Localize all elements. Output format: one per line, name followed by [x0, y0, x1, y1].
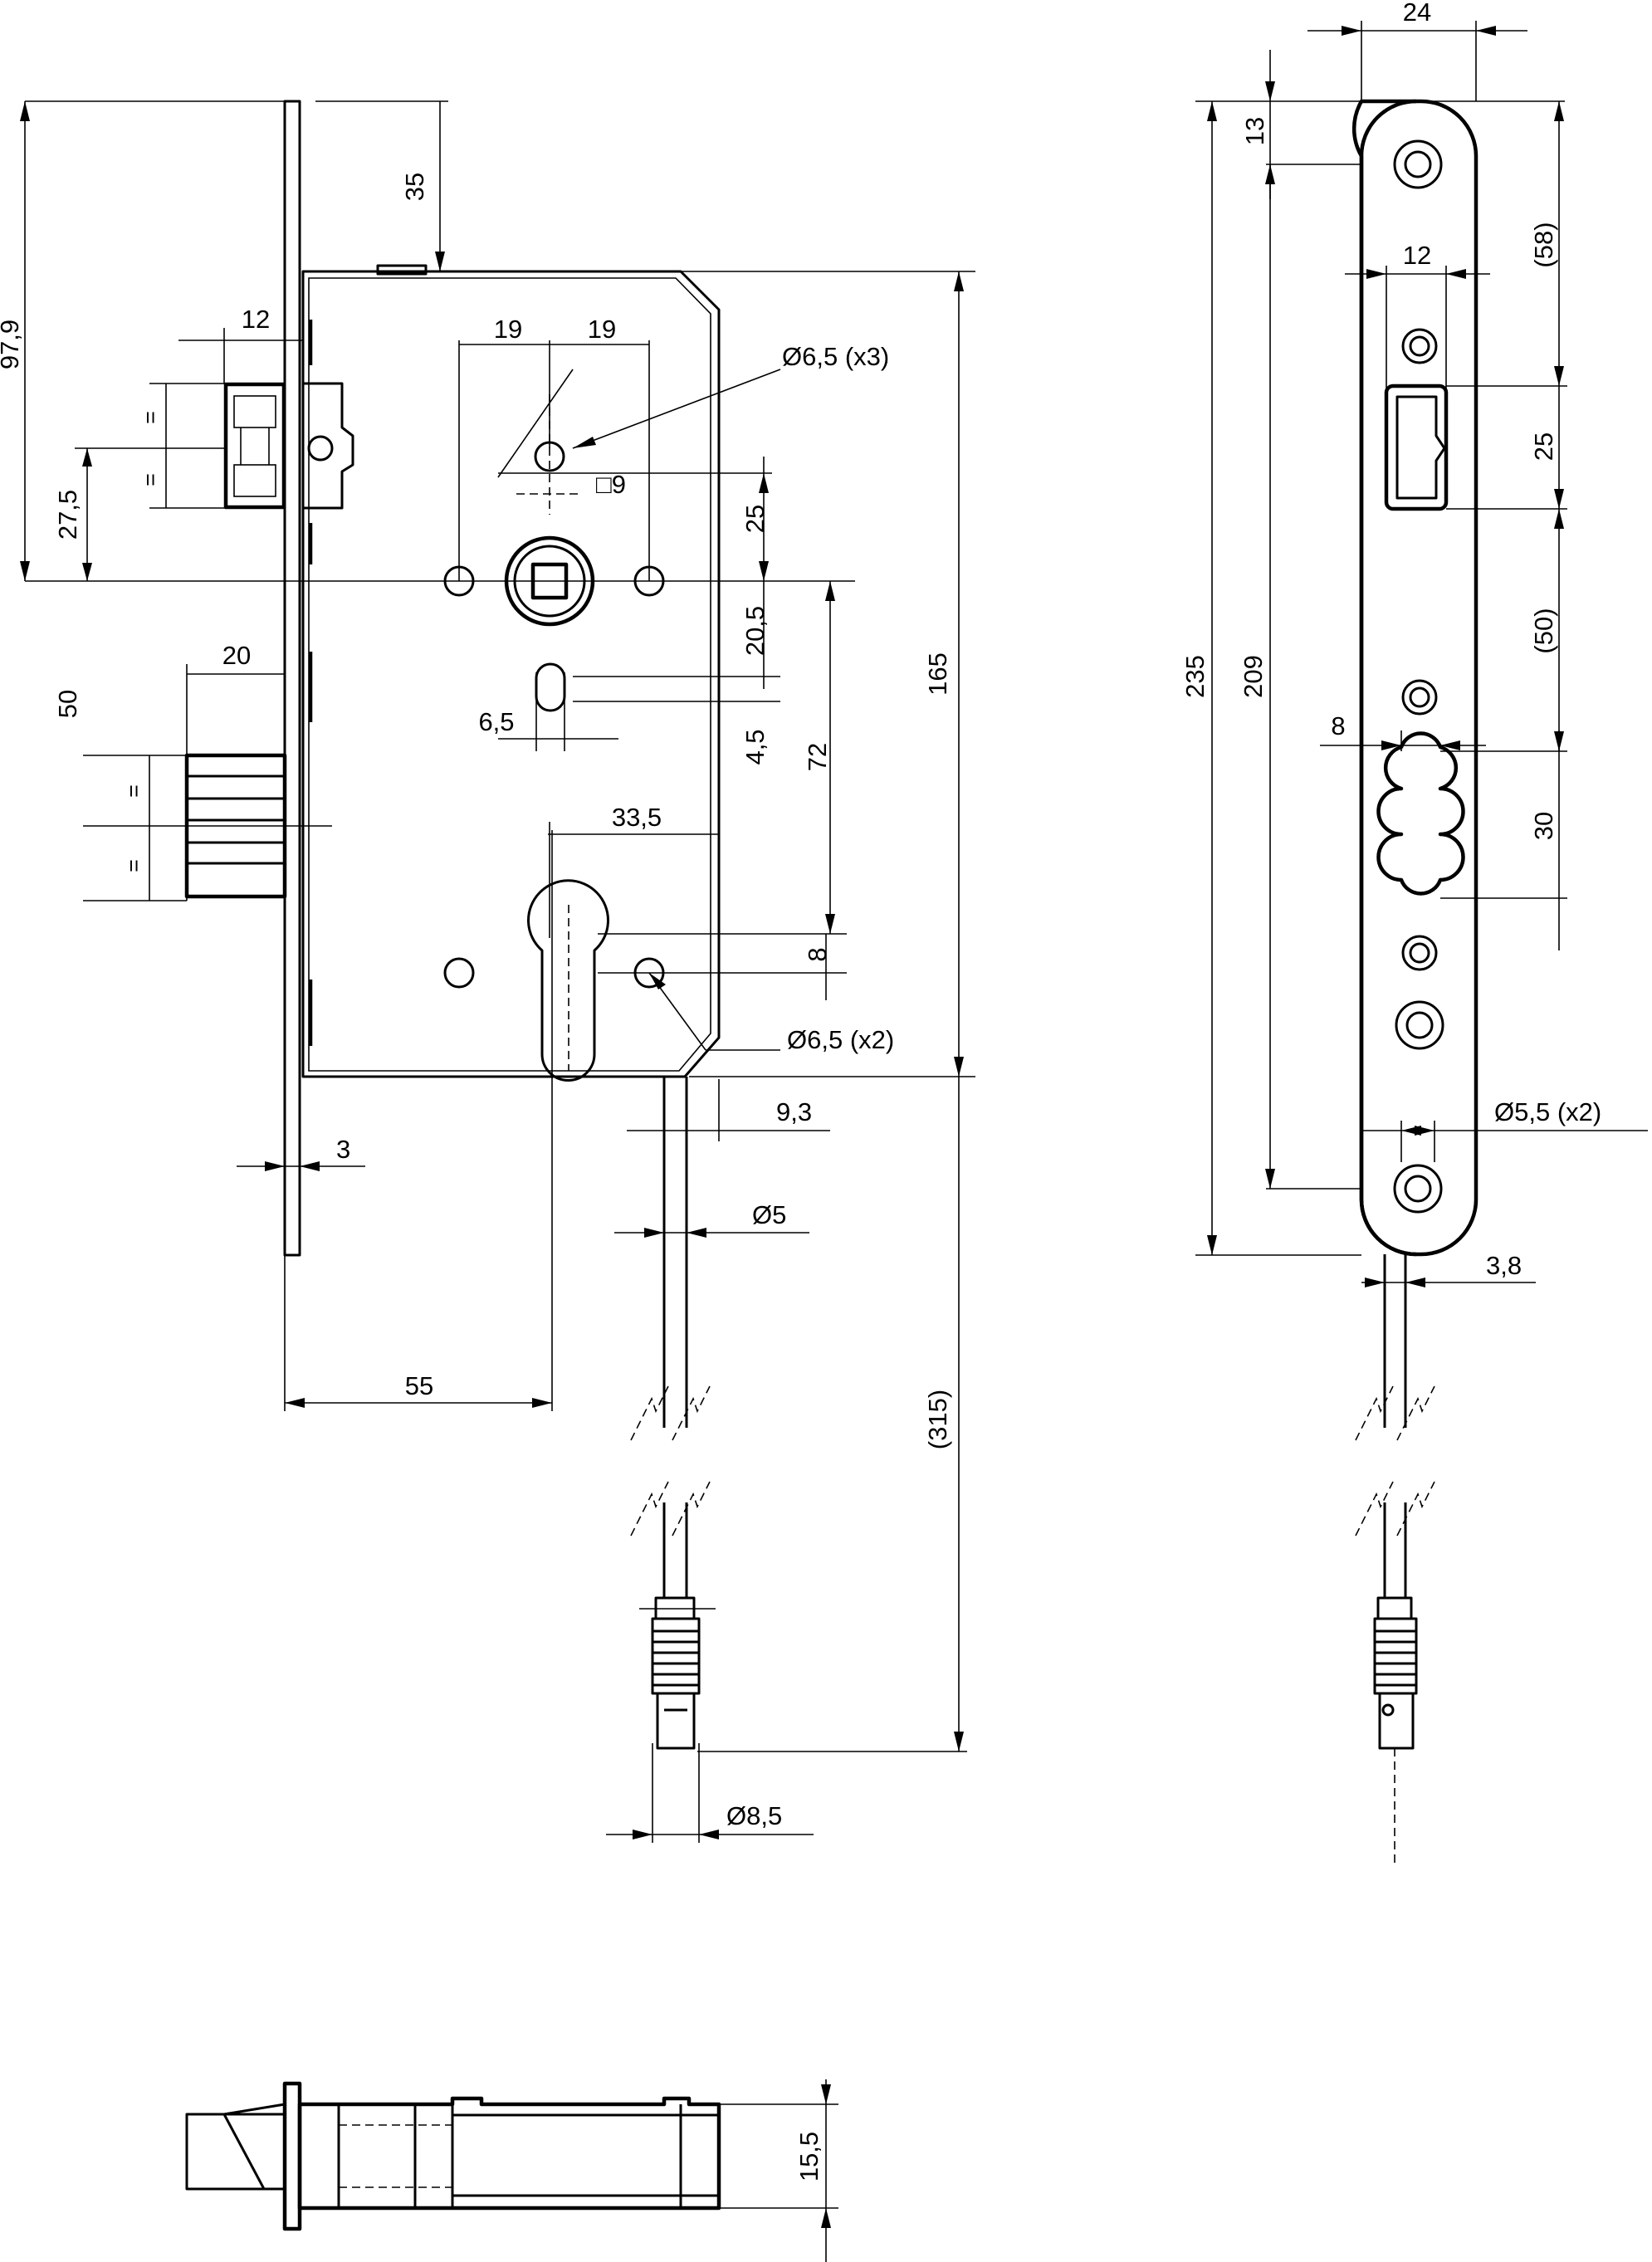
dim-165: 165: [923, 652, 952, 696]
dim-3: 3: [336, 1135, 350, 1164]
faceplate-cable: [1355, 1254, 1435, 1868]
dim-9-3: 9,3: [776, 1097, 812, 1126]
lock-case-body: [301, 270, 721, 1078]
mortise-lock-front-view: [184, 100, 721, 1750]
fixing-screw: [1401, 679, 1438, 716]
dim-50: 50: [53, 690, 82, 718]
dim-20: 20: [222, 641, 251, 670]
latch-opening: [1384, 384, 1449, 511]
dim-6-5: 6,5: [478, 707, 514, 736]
latch-follower: [301, 382, 354, 510]
dim-72: 72: [803, 743, 832, 771]
latch-bevel: [222, 2103, 286, 2191]
front-view-labels: 97,9 35 12 27,5 19 19 Ø6,5 (x3) □9 25 20…: [0, 173, 952, 1830]
screw-hole-bottom: [1393, 1164, 1443, 1214]
dim-square-9: □9: [596, 470, 626, 499]
dim-19-left: 19: [494, 315, 522, 344]
front-view-dimension-lines: [20, 100, 975, 1843]
latch-bolt-bottom: [185, 2113, 286, 2191]
dim-13: 13: [1240, 117, 1269, 145]
equal-mark: =: [121, 859, 146, 872]
dim-8: 8: [803, 947, 832, 961]
lock-bottom-view: 15,5: [185, 2079, 838, 2262]
cylinder-profile: [527, 879, 609, 1082]
dim-dia-6-5-x2: Ø6,5 (x2): [787, 1025, 894, 1054]
faceplate-front-view: [1351, 99, 1478, 1868]
dim-50-faceplate: (50): [1529, 608, 1558, 653]
faceplate-dimension-lines: [1195, 21, 1648, 1287]
dim-35: 35: [400, 173, 429, 201]
dim-25: 25: [740, 505, 770, 533]
dim-dia-5-5-x2: Ø5,5 (x2): [1494, 1097, 1601, 1126]
dim-97-9: 97,9: [0, 320, 24, 369]
equal-mark: =: [138, 411, 163, 424]
cable: [630, 1077, 711, 1598]
fixing-screw: [1395, 1000, 1444, 1050]
screw-hole-top: [1393, 139, 1443, 189]
equal-mark: =: [138, 473, 163, 486]
latch-pivot: [307, 435, 334, 462]
dim-30: 30: [1529, 812, 1558, 840]
lock-case-inner-edge: [308, 277, 711, 1072]
dim-3-8: 3,8: [1486, 1251, 1522, 1280]
dim-dia-5: Ø5: [752, 1200, 786, 1229]
fixing-screw: [1401, 328, 1438, 364]
cable-connector: [639, 1596, 716, 1750]
dim-19-right: 19: [588, 315, 616, 344]
faceplate-labels: 24 13 (58) 12 25 235 209 (50) 8 30 Ø5,5 …: [1180, 0, 1601, 1280]
dim-55: 55: [405, 1371, 433, 1400]
dim-25-faceplate: 25: [1529, 432, 1558, 461]
dim-12-faceplate: 12: [1403, 241, 1431, 270]
equal-mark: =: [121, 784, 146, 798]
faceplate-edge: [282, 2081, 302, 2231]
dim-8-faceplate: 8: [1331, 711, 1345, 740]
switch-slot: [535, 662, 566, 712]
dim-209: 209: [1239, 655, 1268, 698]
dim-58: (58): [1529, 222, 1558, 267]
cylinder-opening: [1376, 731, 1465, 896]
dim-24: 24: [1403, 0, 1431, 27]
dim-4-5: 4,5: [740, 729, 770, 765]
dim-235: 235: [1180, 655, 1210, 698]
faceplate-side: [283, 100, 301, 1257]
dim-33-5: 33,5: [612, 803, 662, 832]
latch-bolt: [223, 382, 286, 510]
dim-dia-8-5: Ø8,5: [726, 1801, 782, 1830]
fixing-hole: [443, 957, 475, 989]
fixing-screw: [1401, 935, 1438, 971]
dim-15-5: 15,5: [794, 2132, 824, 2181]
dim-dia-6-5-x3: Ø6,5 (x3): [782, 342, 889, 371]
dim-27-5: 27,5: [53, 490, 82, 540]
case-top-tab: [376, 264, 428, 276]
dim-12-latch: 12: [242, 305, 270, 334]
dim-20-5: 20,5: [740, 606, 770, 656]
dim-315: (315): [923, 1390, 952, 1449]
